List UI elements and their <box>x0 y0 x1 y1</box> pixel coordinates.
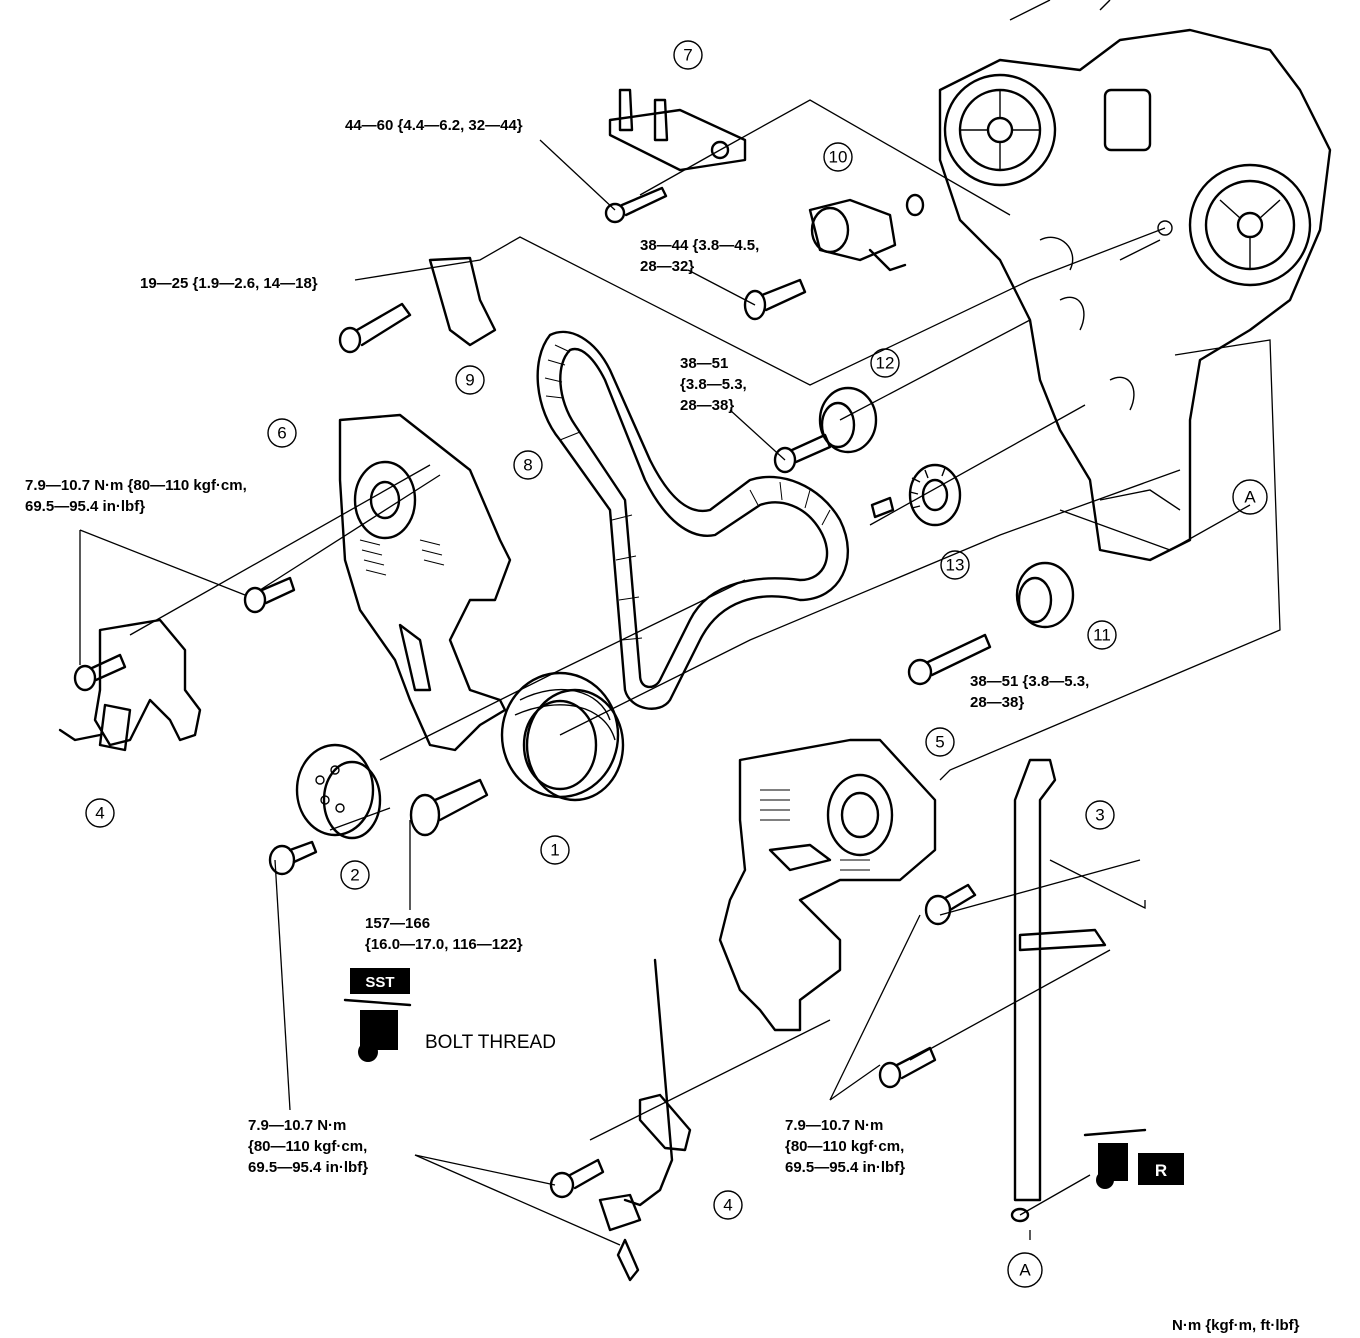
callouts: 1 2 3 4 4 5 6 7 8 9 10 11 12 13 A A <box>85 40 1268 1288</box>
torque-4b-line-1: 7.9—10.7 N·m <box>248 1117 346 1134</box>
leader-lines <box>79 99 1281 1246</box>
svg-text:13: 13 <box>946 556 965 575</box>
idler-pulley-11 <box>1015 561 1075 629</box>
svg-text:A: A <box>1244 488 1256 507</box>
crank-timing-pulley <box>908 463 962 527</box>
callout-12: 12 <box>870 348 900 378</box>
crank-sensor-upper <box>58 618 202 752</box>
sst-symbol: SST BOLT THREAD <box>343 968 556 1062</box>
crankshaft-pulley <box>500 671 625 802</box>
crank-sensor-lower <box>598 958 692 1282</box>
callout-13: 13 <box>940 550 970 580</box>
torque-6-line-1: 7.9—10.7 N·m {80—110 kgf·cm, <box>25 477 247 494</box>
bolt-thread-label: BOLT THREAD <box>425 1032 556 1053</box>
callout-8: 8 <box>513 450 543 480</box>
svg-text:7: 7 <box>683 46 692 65</box>
torque-4b-line-2: {80—110 kgf·cm, <box>248 1138 367 1155</box>
callout-a-lower: A <box>1007 1252 1043 1288</box>
tensioner <box>808 193 925 272</box>
callout-7: 7 <box>673 40 703 70</box>
torque-5-line-2: {80—110 kgf·cm, <box>785 1138 904 1155</box>
torque-6-line-2: 69.5—95.4 in·lbf} <box>25 498 145 515</box>
torque-1-line-2: {16.0—17.0, 116—122} <box>365 936 523 953</box>
engine-block <box>938 0 1332 562</box>
crank-pulley-boss <box>295 743 382 840</box>
lower-timing-belt-cover <box>718 738 937 1032</box>
idler-bracket <box>428 256 497 347</box>
svg-text:3: 3 <box>1095 806 1104 825</box>
torque-11-line-1: 38—51 {3.8—5.3, <box>970 673 1089 690</box>
torque-10-line-2: 28—32} <box>640 258 694 275</box>
timing-belt <box>536 330 850 710</box>
callout-5: 5 <box>925 727 955 757</box>
torque-7-line-1: 44—60 {4.4—6.2, 32—44} <box>345 117 523 134</box>
torque-12-line-1: 38—51 <box>680 355 728 372</box>
bolt-4b <box>549 1158 605 1199</box>
torque-9-line-1: 19—25 {1.9—2.6, 14—18} <box>140 275 318 292</box>
idler-pulley-12 <box>818 386 878 454</box>
torque-12-line-3: 28—38} <box>680 397 734 414</box>
callout-3: 3 <box>1085 800 1115 830</box>
torque-labels: 44—60 {4.4—6.2, 32—44} 38—44 {3.8—4.5, 2… <box>25 117 1300 1334</box>
units-note: N·m {kgf·m, ft·lbf} <box>1172 1317 1300 1334</box>
sst-label: SST <box>365 974 394 991</box>
svg-text:2: 2 <box>350 866 359 885</box>
bolt-4a <box>73 653 127 692</box>
bolt-12 <box>773 433 832 474</box>
callout-2: 2 <box>340 860 370 890</box>
callout-10: 10 <box>823 142 853 172</box>
key-13 <box>870 496 895 519</box>
bolt-7 <box>604 186 668 224</box>
callout-4b: 4 <box>713 1190 743 1220</box>
svg-text:8: 8 <box>523 456 532 475</box>
bolt-2 <box>268 840 318 876</box>
torque-12-line-2: {3.8—5.3, <box>680 376 747 393</box>
bolt-5 <box>924 883 977 926</box>
torque-1-line-1: 157—166 <box>365 915 430 932</box>
torque-5-line-1: 7.9—10.7 N·m <box>785 1117 883 1134</box>
replace-symbol: R <box>1083 1128 1184 1189</box>
svg-text:12: 12 <box>876 354 895 373</box>
dipstick-tube <box>1010 758 1107 1223</box>
torque-10-line-1: 38—44 {3.8—4.5, <box>640 237 759 254</box>
upper-timing-belt-cover <box>338 413 512 752</box>
torque-11-line-2: 28—38} <box>970 694 1024 711</box>
r-label: R <box>1155 1161 1167 1180</box>
svg-text:A: A <box>1019 1261 1031 1280</box>
torque-5-line-3: 69.5—95.4 in·lbf} <box>785 1159 905 1176</box>
svg-text:6: 6 <box>277 424 286 443</box>
svg-text:1: 1 <box>550 841 559 860</box>
bolt-6 <box>243 576 296 614</box>
svg-text:4: 4 <box>95 804 104 823</box>
callout-6: 6 <box>267 418 297 448</box>
svg-text:5: 5 <box>935 733 944 752</box>
callout-1: 1 <box>540 835 570 865</box>
svg-text:4: 4 <box>723 1196 732 1215</box>
torque-4b-line-3: 69.5—95.4 in·lbf} <box>248 1159 368 1176</box>
engine-mount-bracket <box>608 88 747 172</box>
callout-4a: 4 <box>85 798 115 828</box>
bolt-11 <box>907 633 992 686</box>
bolt-9 <box>338 302 412 354</box>
svg-text:10: 10 <box>829 148 848 167</box>
callout-a-upper: A <box>1232 479 1268 515</box>
svg-text:9: 9 <box>465 371 474 390</box>
bolt-3 <box>878 1046 937 1089</box>
svg-text:11: 11 <box>1093 626 1111 645</box>
callout-9: 9 <box>455 365 485 395</box>
crank-bolt <box>409 778 489 837</box>
bolt-10 <box>743 278 807 321</box>
callout-11: 11 <box>1087 620 1117 650</box>
